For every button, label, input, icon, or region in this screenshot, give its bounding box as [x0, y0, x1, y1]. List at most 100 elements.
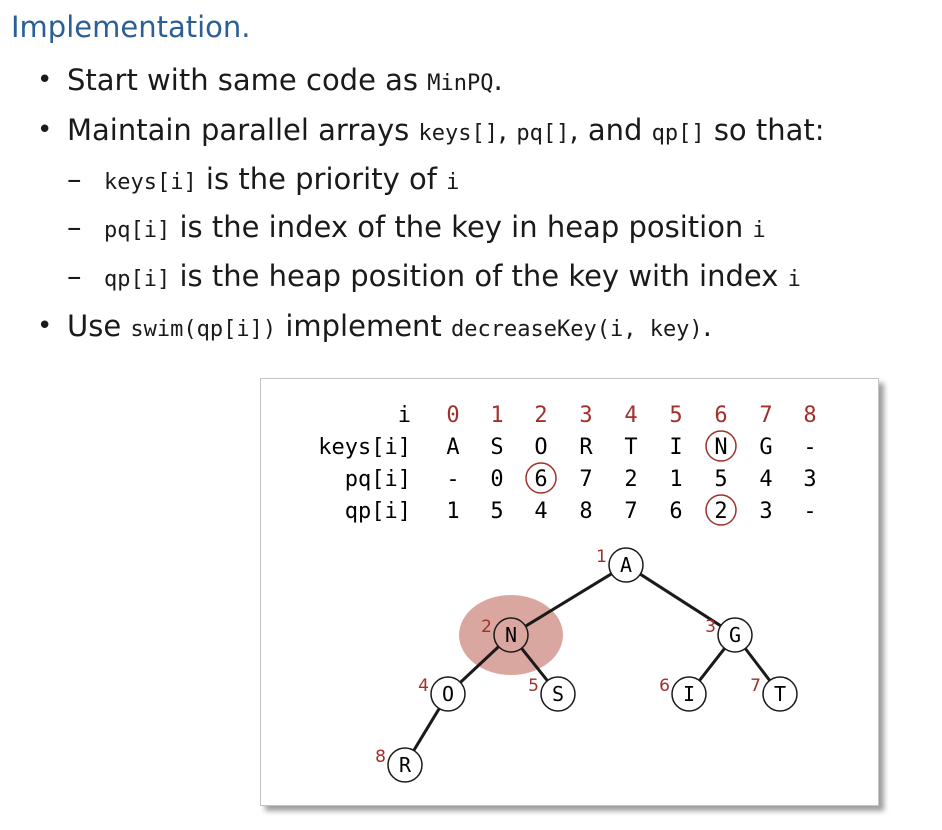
tree-edge: [639, 572, 722, 628]
tree-node-position: 2: [481, 617, 492, 637]
tree-node-position: 3: [705, 617, 716, 637]
tree-edge: [412, 707, 441, 752]
code-qp: qp[]: [651, 121, 705, 146]
bullet-dot: •: [37, 65, 53, 95]
page-title: Implementation.: [11, 10, 251, 44]
table-cell: N: [714, 435, 727, 460]
table-index: 3: [579, 403, 592, 428]
bullet-text: is the priority of: [196, 162, 447, 196]
tree-edge: [520, 647, 549, 682]
tree-node-key: I: [683, 682, 695, 706]
table-cell: R: [579, 435, 593, 460]
sub-bullet-item: – keys[i] is the priority of i: [67, 161, 460, 201]
table-index: 0: [446, 403, 459, 428]
table-cell-circle: [705, 494, 737, 526]
bullet-text: implement: [276, 309, 452, 343]
tree-node-position: 6: [659, 676, 670, 696]
bullet-text: .: [493, 63, 503, 97]
tree-node-key: N: [505, 623, 517, 647]
table-row-label: keys[i]: [318, 435, 411, 460]
tree-node: [608, 547, 644, 583]
tree-node-key: R: [399, 753, 412, 777]
table-cell: 0: [490, 467, 503, 492]
bullet-text: so that:: [704, 113, 825, 147]
tree-node-key: G: [729, 623, 741, 647]
table-cell: G: [759, 435, 772, 460]
bullet-text: is the index of the key in heap position: [170, 210, 753, 244]
tree-node-key: O: [442, 682, 454, 706]
table-index: 7: [759, 403, 772, 428]
table-cell: 3: [759, 499, 772, 524]
table-cell-circle: [705, 430, 737, 462]
table-cell: 7: [579, 467, 592, 492]
tree-node-key: T: [774, 682, 786, 706]
table-row-label: qp[i]: [345, 499, 411, 524]
sub-bullet-dash: –: [67, 210, 82, 244]
table-index: 1: [490, 403, 503, 428]
tree-edge: [459, 645, 500, 684]
tree-node-position: 1: [596, 547, 607, 567]
table-index: 4: [624, 403, 637, 428]
code-pq-i: pq[i]: [104, 218, 171, 243]
table-cell: A: [446, 435, 459, 460]
table-cell: 3: [803, 467, 816, 492]
table-cell: 8: [579, 499, 592, 524]
table-cell: 6: [534, 467, 547, 492]
table-cell: S: [490, 435, 503, 460]
bullet-item: • Maintain parallel arrays keys[], pq[],…: [37, 112, 825, 152]
sub-bullet-dash: –: [67, 162, 82, 196]
bullet-item: • Start with same code as MinPQ.: [37, 62, 503, 102]
table-cell: 4: [534, 499, 547, 524]
code-i: i: [446, 170, 460, 195]
tree-node: [430, 676, 466, 712]
bullet-text: Maintain parallel arrays: [67, 113, 419, 147]
bullet-text: , and: [569, 113, 652, 147]
tree-edge: [524, 572, 613, 628]
table-index: 2: [534, 403, 547, 428]
tree-node-position: 4: [418, 676, 429, 696]
tree-node-position: 5: [528, 676, 539, 696]
table-header-label: i: [398, 403, 411, 428]
code-qp-i: qp[i]: [104, 267, 171, 292]
tree-node-key: S: [552, 682, 564, 706]
tree-node: [671, 676, 707, 712]
table-cell: 7: [624, 499, 637, 524]
table-index: 6: [714, 403, 727, 428]
table-cell: 2: [624, 467, 637, 492]
tree-node: [540, 676, 576, 712]
code-swim: swim(qp[i]): [130, 317, 277, 342]
table-cell: 1: [669, 467, 682, 492]
table-cell: O: [534, 435, 547, 460]
bullet-text: Start with same code as: [67, 63, 428, 97]
table-cell: -: [803, 435, 816, 460]
tree-node-position: 8: [375, 747, 386, 767]
sub-bullet-dash: –: [67, 259, 82, 293]
table-cell: 5: [490, 499, 503, 524]
table-cell: 5: [714, 467, 727, 492]
tree-node: [762, 676, 798, 712]
tree-node: [493, 617, 529, 653]
bullet-dot: •: [37, 115, 53, 145]
bullet-dot: •: [37, 311, 53, 341]
code-keys-i: keys[i]: [104, 170, 197, 195]
table-index: 5: [669, 403, 682, 428]
table-cell: -: [803, 499, 816, 524]
code-pq: pq[]: [516, 121, 570, 146]
bullet-text: Use: [67, 309, 131, 343]
bullet-text: .: [702, 309, 712, 343]
table-cell: T: [624, 435, 637, 460]
table-cell: 2: [714, 499, 727, 524]
table-cell: -: [446, 467, 459, 492]
table-index: 8: [803, 403, 816, 428]
bullet-item: • Use swim(qp[i]) implement decreaseKey(…: [37, 308, 712, 348]
tree-node: [387, 747, 423, 783]
tree-edge: [744, 647, 771, 682]
bullet-text: ,: [497, 113, 517, 147]
tree-edge: [698, 647, 726, 682]
table-cell: 6: [669, 499, 682, 524]
code-i: i: [787, 267, 801, 292]
bullet-text: is the heap position of the key with ind…: [170, 259, 788, 293]
tree-node-key: A: [620, 553, 632, 577]
table-cell: 1: [446, 499, 459, 524]
